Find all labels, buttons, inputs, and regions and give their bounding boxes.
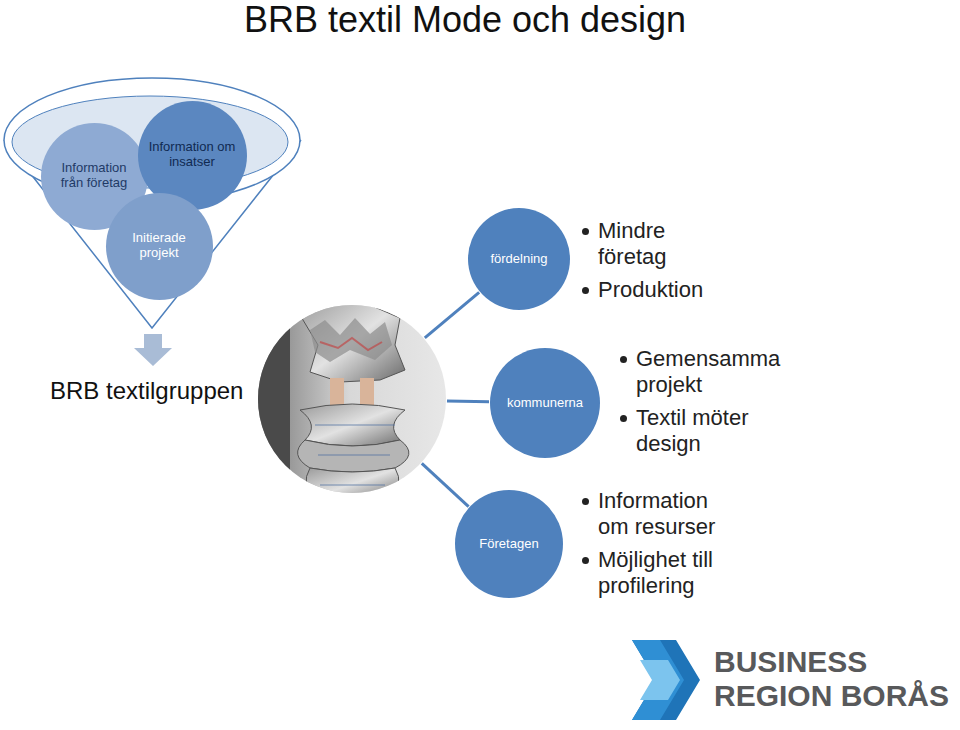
fashion-photo [250,300,450,500]
group-heading: BRB textilgruppen [50,377,243,405]
circle-label: fördelning [482,252,555,267]
logo-mark [632,640,700,720]
circle-node: Företagen [455,490,563,598]
connector-line [447,399,489,403]
logo-text: BUSINESS [714,646,867,678]
bullet-dot [582,557,589,564]
bullet-item: Produktion [582,277,738,303]
circle-node: kommunerna [490,348,600,458]
bullet-dot [620,356,627,363]
circle-label: Företagen [471,537,546,552]
circle-node: fördelning [468,208,570,310]
bullet-item: Textil möter design [620,405,796,457]
connector-line [422,463,469,506]
circle-node: Initierade projekt [106,193,213,300]
bullet-text: Textil möter design [636,405,796,457]
connector-line [425,292,479,338]
connector [447,400,489,402]
bullet-dot [582,228,589,235]
logo-word: BUSINESS [714,646,867,678]
down-arrow [134,334,172,366]
bullet-item: Gemensamma projekt [620,346,796,398]
bullet-item: Mindre företag [582,218,698,270]
bullet-text: Gemensamma projekt [636,346,796,398]
circle-label: Information från företag [41,161,148,191]
bullet-item: Möjlighet till profilering [582,547,738,599]
circle-label: kommunerna [499,396,591,411]
connector [422,463,469,506]
bullet-dot [582,287,589,294]
bullet-text: Produktion [598,277,738,303]
circle-label: Initierade projekt [106,231,213,261]
logo-text: REGION BORÅS [714,680,949,712]
title: BRB textil Mode och design [0,0,930,40]
bullet-text: Möjlighet till profilering [598,547,738,599]
bullet-text: Mindre företag [598,218,698,270]
connector [425,292,479,338]
bullet-dot [582,498,589,505]
bullet-text: Information om resurser [598,488,738,540]
photo-node: BRB textilgruppen [40,305,446,493]
logo-word: REGION BORÅS [714,680,949,712]
bullet-item: Information om resurser [582,488,738,540]
bullet-dot [620,415,627,422]
circle-label: Information om insatser [138,140,247,170]
